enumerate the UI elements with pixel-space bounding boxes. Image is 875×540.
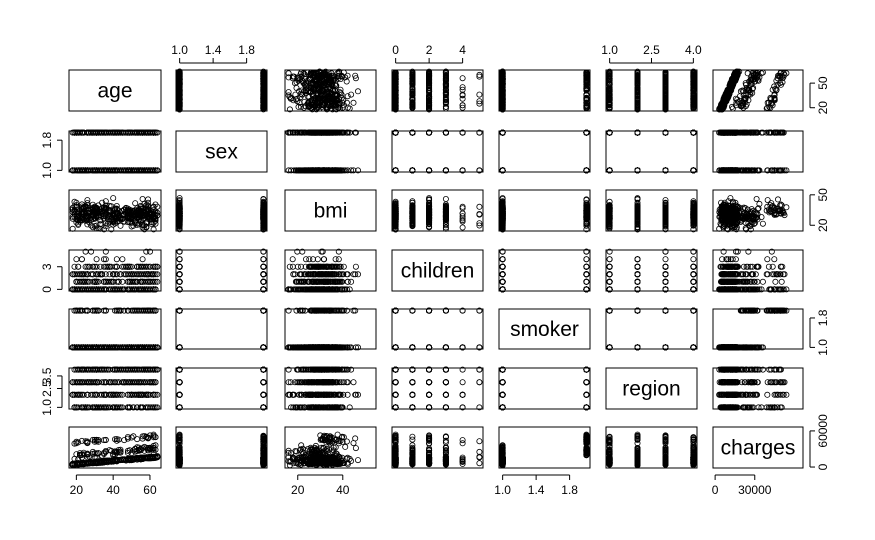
panel-sex-vs-children — [392, 129, 483, 174]
data-point — [344, 104, 351, 111]
panel-age-vs-sex — [176, 68, 267, 113]
panel-age-vs-smoker — [499, 68, 590, 113]
panel-sex-vs-age — [69, 129, 161, 174]
panel-sex-vs-region — [606, 129, 697, 174]
data-point — [476, 91, 483, 98]
data-points-layer — [69, 68, 790, 469]
panel-sex-vs-bmi — [285, 129, 361, 174]
panel-sex-vs-smoker — [499, 129, 590, 174]
panel-age-vs-charges — [716, 68, 790, 113]
panel-sex-vs-charges — [716, 129, 790, 174]
panel-age-vs-region — [606, 68, 697, 113]
data-point — [354, 88, 361, 95]
data-point — [350, 99, 357, 106]
panel-age-vs-children — [392, 68, 483, 113]
data-point — [459, 75, 466, 82]
panel-age-vs-bmi — [285, 68, 361, 113]
data-point — [285, 89, 292, 96]
